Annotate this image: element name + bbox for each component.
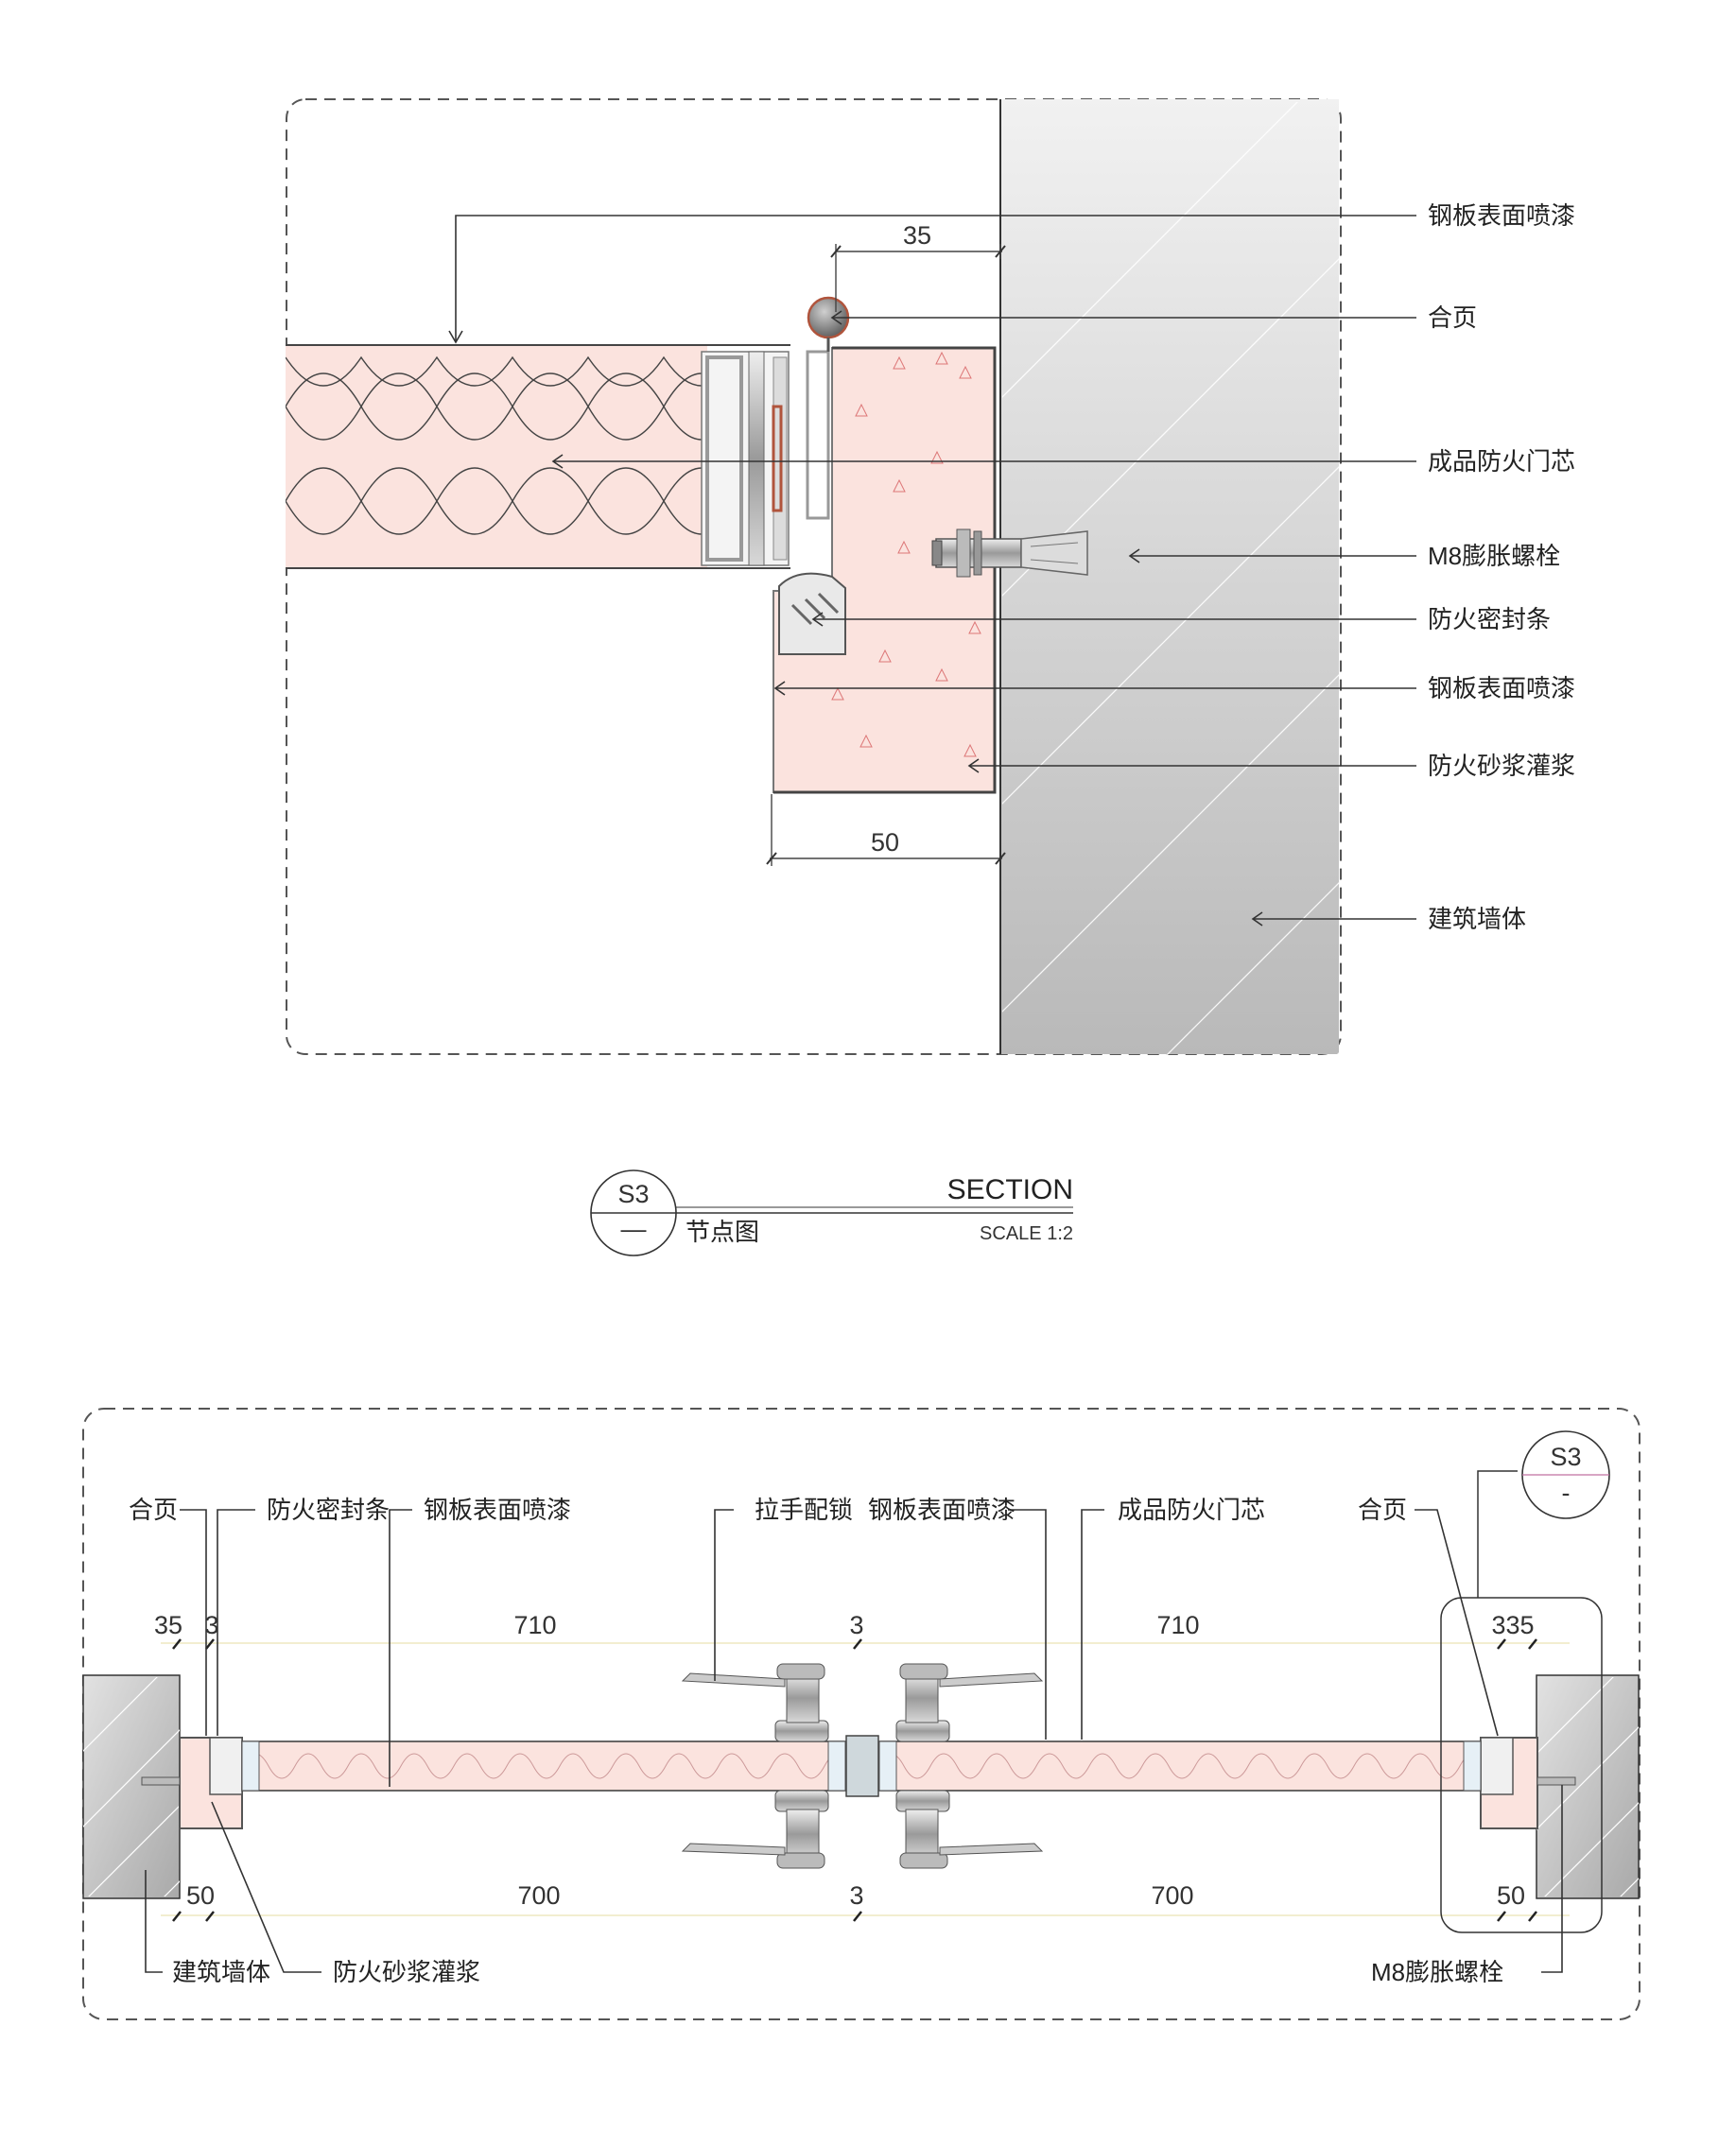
callout-sheet: - xyxy=(1562,1479,1571,1507)
label-seal: 防火密封条 xyxy=(1428,605,1551,633)
title-en: SECTION xyxy=(947,1174,1073,1205)
label-hinge: 合页 xyxy=(1428,303,1477,332)
section-hinge-icon xyxy=(807,296,850,352)
section-wall xyxy=(999,99,1343,1057)
section-seal xyxy=(778,572,846,655)
plan-label-steel-paint-right: 钢板表面喷漆 xyxy=(868,1496,1016,1524)
plan-dim-bottom-1: 700 xyxy=(517,1881,560,1910)
plan-label-handle: 拉手配锁 xyxy=(755,1496,853,1524)
title-block: S3 — 节点图 SECTION SCALE 1:2 xyxy=(590,1169,1073,1256)
section-door-edge xyxy=(701,350,830,566)
plan-label-hinge-left: 合页 xyxy=(129,1496,178,1524)
section-dim-top: 35 xyxy=(830,221,1006,312)
section-dim-bottom: 50 xyxy=(766,794,1006,866)
plan-dim-bottom-2: 3 xyxy=(849,1881,863,1910)
title-scale: SCALE 1:2 xyxy=(980,1223,1073,1244)
plan-dim-top-0: 35 xyxy=(154,1611,182,1639)
plan-frame-right xyxy=(1480,1737,1576,1829)
plan-frame-left xyxy=(141,1737,243,1829)
plan-dim-bottom-4: 50 xyxy=(1497,1881,1525,1910)
plan-dim-lines xyxy=(161,1638,1570,1922)
plan-leaders xyxy=(145,1509,1563,1973)
label-wall: 建筑墙体 xyxy=(1428,905,1526,933)
plan-label-mortar: 防火砂浆灌浆 xyxy=(333,1958,480,1986)
plan-door-leaves xyxy=(241,1735,1482,1797)
plan-handle-icon xyxy=(681,1663,1044,1869)
label-fire-core: 成品防火门芯 xyxy=(1428,447,1575,476)
plan-dim-top-4: 710 xyxy=(1156,1611,1199,1639)
plan-dim-top-5: 335 xyxy=(1491,1611,1534,1639)
plan-dim-top-1: 3 xyxy=(204,1611,218,1639)
plan-label-wall: 建筑墙体 xyxy=(172,1958,270,1986)
plan-dim-bottom-0: 50 xyxy=(186,1881,215,1910)
plan-wall-left xyxy=(82,1674,181,1899)
section-door-core xyxy=(286,344,790,569)
plan-callout: S3 - xyxy=(1440,1430,1610,1933)
plan-wall-right xyxy=(1536,1674,1640,1899)
dim-50: 50 xyxy=(871,828,899,857)
callout-ref: S3 xyxy=(1550,1443,1581,1471)
plan-dim-bottom-3: 700 xyxy=(1151,1881,1193,1910)
dim-35: 35 xyxy=(903,221,931,250)
plan-label-hinge-right: 合页 xyxy=(1358,1496,1407,1524)
plan-dim-top-3: 3 xyxy=(849,1611,863,1639)
plan-label-seal: 防火密封条 xyxy=(267,1496,390,1524)
plan-dim-top-2: 710 xyxy=(513,1611,556,1639)
plan-view: 35 3 710 3 710 335 50 700 3 700 50 S3 - xyxy=(82,1408,1641,2020)
plan-label-bolt: M8膨胀螺栓 xyxy=(1371,1958,1503,1986)
title-cn: 节点图 xyxy=(686,1218,759,1246)
plan-label-fire-core: 成品防火门芯 xyxy=(1118,1496,1265,1524)
title-sheet: — xyxy=(621,1215,647,1243)
plan-label-steel-paint-left: 钢板表面喷漆 xyxy=(424,1496,571,1524)
section-node: 35 50 钢 xyxy=(286,98,1575,1057)
label-steel-paint-frame: 钢板表面喷漆 xyxy=(1428,674,1575,702)
label-bolt: M8膨胀螺栓 xyxy=(1428,542,1560,570)
section-leaders xyxy=(448,215,1416,926)
label-steel-paint-top: 钢板表面喷漆 xyxy=(1428,201,1575,230)
title-ref: S3 xyxy=(617,1180,649,1208)
label-mortar: 防火砂浆灌浆 xyxy=(1428,752,1575,780)
section-bolt-icon xyxy=(931,528,1088,578)
section-frame xyxy=(286,98,1342,1055)
